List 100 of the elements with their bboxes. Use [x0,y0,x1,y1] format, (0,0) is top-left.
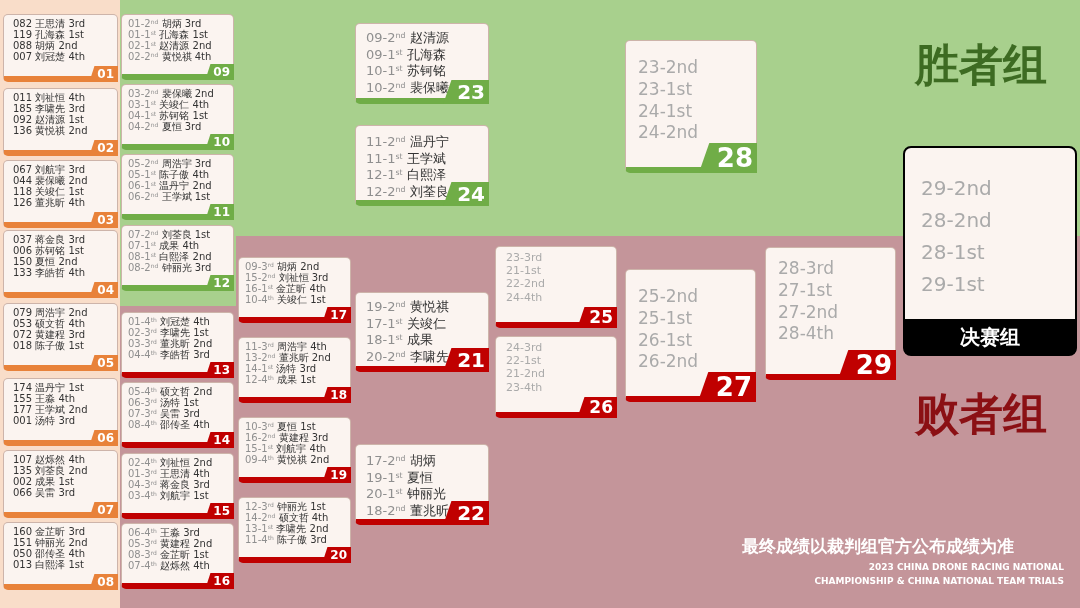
result-row: 05-3$^{rd}$ 黄建程 2nd [128,538,213,549]
group-title: 决赛组 [904,319,1076,355]
result-row: 072 黄建程 3rd [13,329,86,340]
result-row: 03-2$^{nd}$ 裴保曦 2nd [128,88,214,99]
result-row: 02-4$^{th}$ 刘祉恒 2nd [128,457,213,468]
heat-card [3,450,118,518]
result-row: 05-4$^{th}$ 硕文哲 2nd [128,386,213,397]
result-row: 08-3$^{rd}$ 金芷昕 1st [128,549,209,560]
result-row: 107 赵烁然 4th [13,454,86,465]
result-row: 23-3rd [506,251,543,265]
result-row: 185 李啸先 3rd [13,103,86,114]
result-row: 12-4$^{th}$ 成果 1st [245,374,316,385]
result-row: 05-2$^{nd}$ 周浩宇 3rd [128,158,212,169]
result-row: 25-1st [638,307,693,330]
heat-card [495,336,617,418]
heat-number: 27 [697,372,756,402]
result-row: 136 黄悦祺 2nd [13,125,88,136]
heat-card [238,257,351,323]
result-row: 26-1st [638,329,693,352]
result-row: 03-3$^{rd}$ 董兆昕 2nd [128,338,213,349]
result-row: 07-1$^{st}$ 成果 4th [128,240,200,251]
result-row: 018 陈子傲 1st [13,340,84,351]
result-row: 11-3$^{rd}$ 周浩宇 4th [245,341,327,352]
heat-number: 10 [205,134,234,150]
heat-card [3,303,118,371]
result-row: 01-1$^{st}$ 孔海森 1st [128,29,209,40]
result-row: 02-2$^{nd}$ 黄悦祺 4th [128,51,212,62]
heat-card [355,444,489,525]
heat-number: 18 [322,387,351,403]
heat-card [355,23,489,104]
heat-number: 03 [89,212,118,228]
heat-card [121,382,234,448]
result-row: 23-2nd [638,57,699,79]
result-row: 02-1$^{st}$ 赵清源 2nd [128,40,212,51]
result-row: 013 白熙泽 1st [13,559,84,570]
result-row-text: 29-1st [921,271,985,298]
heat-card [121,154,234,220]
result-row: 001 汤特 3rd [13,415,76,426]
result-row: 126 董兆昕 4th [13,197,86,208]
result-row: 15-1$^{st}$ 刘航宇 4th [245,443,327,454]
result-row: 09-1$^{st}$ 孔海森 [366,46,446,64]
heat-card [238,337,351,403]
result-row: 135 刘荃良 2nd [13,465,88,476]
result-row: 01-2$^{nd}$ 胡炳 3rd [128,18,202,29]
result-row: 24-3rd [506,341,543,355]
heat-number: 12 [205,275,234,291]
result-row: 28-3rd [778,258,835,280]
result-row: 17-1$^{st}$ 关竣仁 [366,315,446,333]
result-row: 09-3$^{rd}$ 胡炳 2nd [245,261,320,272]
heat-card [121,84,234,150]
result-row: 20-1$^{st}$ 钟丽光 [366,486,446,503]
heat-card [121,523,234,589]
result-row: 08-4$^{th}$ 邵传圣 4th [128,419,210,430]
heat-number: 08 [89,574,118,590]
result-row: 04-3$^{rd}$ 蒋金良 3rd [128,479,210,490]
heat-number: 15 [205,503,234,519]
result-row: 28-4th [778,323,835,345]
result-row-text: 28-1st [921,239,985,266]
result-row: 09-4$^{th}$ 黄悦祺 2nd [245,454,330,465]
result-row: 27-2nd [778,301,839,324]
result-row: 04-1$^{st}$ 苏钶铭 1st [128,110,209,121]
result-row: 002 成果 1st [13,476,74,487]
title-label: 胜者组 [915,38,1047,92]
heat-card [121,225,234,291]
result-row: 24-2nd [638,122,699,144]
result-row: 18-1$^{st}$ 成果 [366,332,433,349]
heat-number: 26 [577,397,617,418]
heat-card [3,160,118,228]
heat-card [625,40,757,173]
result-row: 088 胡炳 2nd [13,40,78,51]
heat-card [121,312,234,378]
result-row: 16-1$^{st}$ 金芷昕 4th [245,283,327,294]
result-row: 079 周浩宇 2nd [13,307,88,318]
result-row: 050 邵传圣 4th [13,548,86,559]
result-row: 155 王淼 4th [13,393,76,404]
heat-number: 13 [205,362,234,378]
result-row: 10-4$^{th}$ 关竣仁 1st [245,294,326,305]
result-row: 19-2$^{nd}$ 黄悦祺 [366,299,449,316]
heat-number: 16 [205,573,234,589]
result-row: 22-2nd [506,277,545,291]
result-row: 011 刘祉恒 4th [13,92,86,103]
result-row: 160 金芷昕 3rd [13,526,86,537]
heat-number: 19 [322,467,351,483]
result-row: 06-1$^{st}$ 温丹宁 2nd [128,180,212,191]
result-row: 21-1st [506,264,541,278]
heat-number: 25 [577,307,617,328]
result-row: 25-2nd [638,286,699,308]
result-row: 08-1$^{st}$ 白熙泽 2nd [128,251,212,262]
result-row: 044 裴保曦 2nd [13,175,88,186]
result-row: 23-1st [638,78,693,101]
result-row: 13-1$^{st}$ 李啸先 2nd [245,523,329,534]
result-row-text: 29-2nd [921,175,992,202]
result-row: 150 夏恒 2nd [13,256,78,267]
heat-card [121,14,234,80]
heat-number: 06 [89,430,118,446]
result-row: 07-4$^{th}$ 赵烁然 4th [128,560,210,571]
result-row: 09-2$^{nd}$ 赵清源 [366,30,449,47]
heat-card [355,125,489,206]
result-row: 174 温丹宁 1st [13,382,84,393]
heat-number: 05 [89,355,118,371]
